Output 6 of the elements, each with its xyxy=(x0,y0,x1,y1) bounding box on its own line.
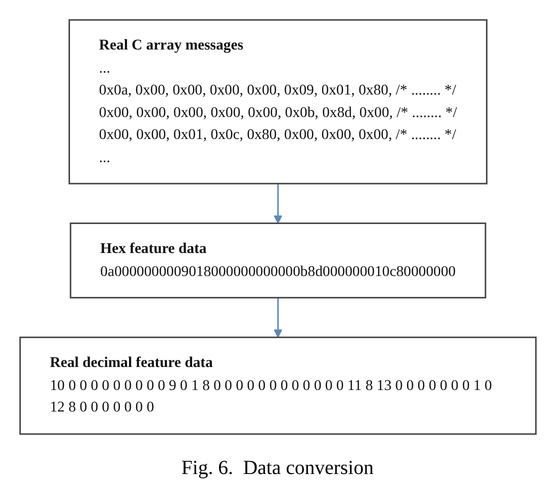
node-box: Real C array messages ... 0x0a, 0x00, 0x00, 0x00, 0x00, 0x09, 0x01, 0x80, /* ........ */ 0x00, 0x00, 0x00, 0x00, 0x00, 0x0b, 0x8d, 0x00, /* ........ */ 0x00, 0x00, 0x01, 0x0c, 0x80, 0x00, 0x00, 0x00, /* ........ */ ... xyxy=(68,18,487,184)
figure-caption: Fig. 6. Data conversion xyxy=(181,457,374,480)
arrow xyxy=(273,297,282,338)
arrow xyxy=(273,183,282,224)
node-box: Hex feature data 0a0000000009018000000000000b8d000000010c80000000 xyxy=(69,222,486,298)
node-box: Real decimal feature data 10 0 0 0 0 0 0 0 0 0 9 0 1 8 0 0 0 0 0 0 0 0 0 0 0 0 11 8 13 0 0 0 0 0 0 0 1 0 12 8 0 0 0 0 0 0 0 xyxy=(18,336,536,434)
